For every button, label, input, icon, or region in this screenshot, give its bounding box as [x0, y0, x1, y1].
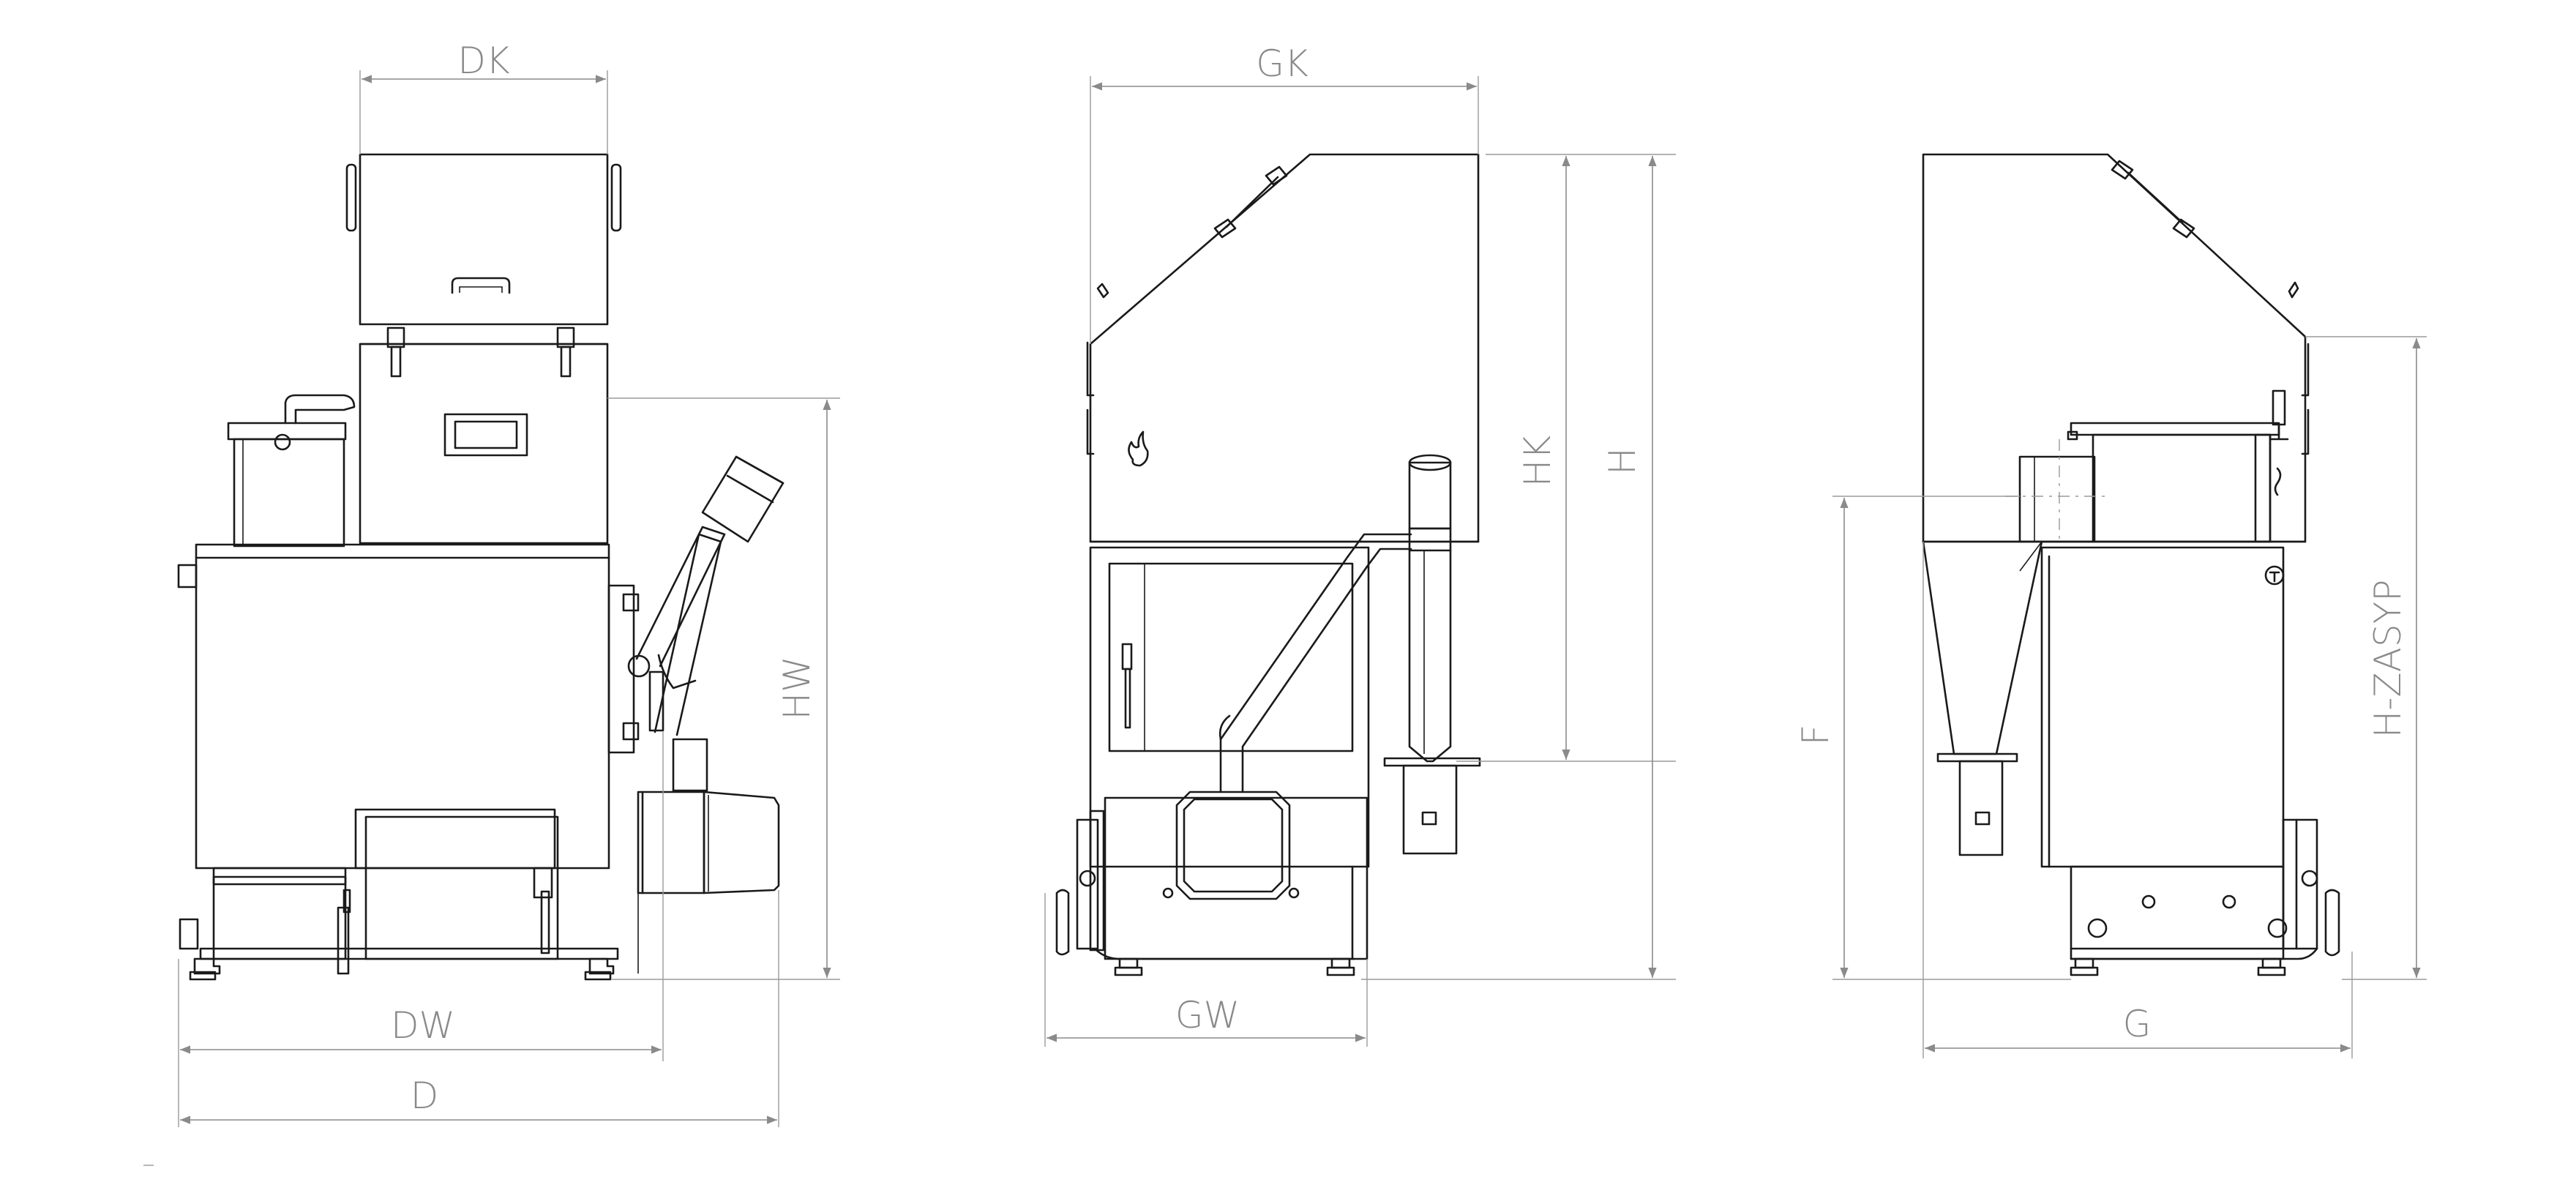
label-d: D	[411, 1075, 439, 1117]
label-gw: GW	[1175, 994, 1240, 1036]
rear-body	[2040, 546, 2285, 868]
hopper-handle	[451, 277, 511, 294]
front-door	[1108, 562, 1354, 752]
label-dk: DK	[457, 40, 510, 82]
label-g: G	[2123, 1003, 2152, 1045]
dim-f: F	[1794, 496, 2071, 980]
rear-view	[1922, 153, 2340, 976]
label-f: F	[1794, 725, 1837, 746]
label-hw: HW	[776, 656, 818, 720]
label-hk: HK	[1516, 436, 1559, 487]
hopper-upper	[359, 153, 609, 326]
dim-gk: GK	[1090, 42, 1479, 344]
control-panel-display	[454, 420, 518, 449]
dim-hw: HW	[607, 397, 840, 980]
label-h: H	[1601, 447, 1644, 475]
dim-dk: DK	[359, 40, 608, 154]
lower-drawer	[364, 815, 559, 960]
ash-box	[227, 394, 356, 548]
label-gk: GK	[1256, 42, 1308, 85]
side-view	[177, 153, 785, 981]
dim-h-zasyp: H-ZASYP	[2305, 336, 2427, 980]
dim-gw: GW	[1044, 893, 1368, 1047]
label-dw: DW	[391, 1004, 455, 1047]
label-h-zasyp: H-ZASYP	[2367, 580, 2409, 739]
rear-funnel	[1922, 540, 2043, 755]
front-view	[1055, 153, 1481, 976]
flame-icon	[1128, 430, 1149, 467]
dim-d: D	[180, 890, 779, 1127]
drawer-upper-strip	[354, 808, 556, 870]
dim-g: G	[1922, 542, 2353, 1058]
base-plate	[199, 947, 619, 960]
front-burner	[1175, 791, 1291, 900]
rear-control-box	[2067, 389, 2289, 543]
ash-drawer	[212, 867, 347, 960]
dim-hk: HK	[1456, 154, 1676, 762]
hopper-latch-right	[556, 326, 575, 378]
control-panel	[443, 413, 528, 457]
hopper-lower	[359, 343, 609, 545]
dim-dw: DW	[178, 732, 664, 1127]
foot-left	[193, 957, 221, 975]
rear-hopper	[1922, 153, 2307, 543]
hopper-latch-left	[386, 326, 405, 378]
flue-box	[2018, 455, 2096, 543]
front-hopper	[1089, 153, 1480, 543]
burner	[637, 738, 780, 894]
foot-right	[588, 957, 615, 975]
dim-h: H	[1361, 156, 1676, 980]
front-cabinet	[1089, 546, 1370, 868]
rear-lower	[2070, 865, 2285, 960]
boiler-body	[195, 543, 610, 870]
feeder-tube	[627, 455, 785, 736]
front-feeder	[1218, 454, 1481, 855]
